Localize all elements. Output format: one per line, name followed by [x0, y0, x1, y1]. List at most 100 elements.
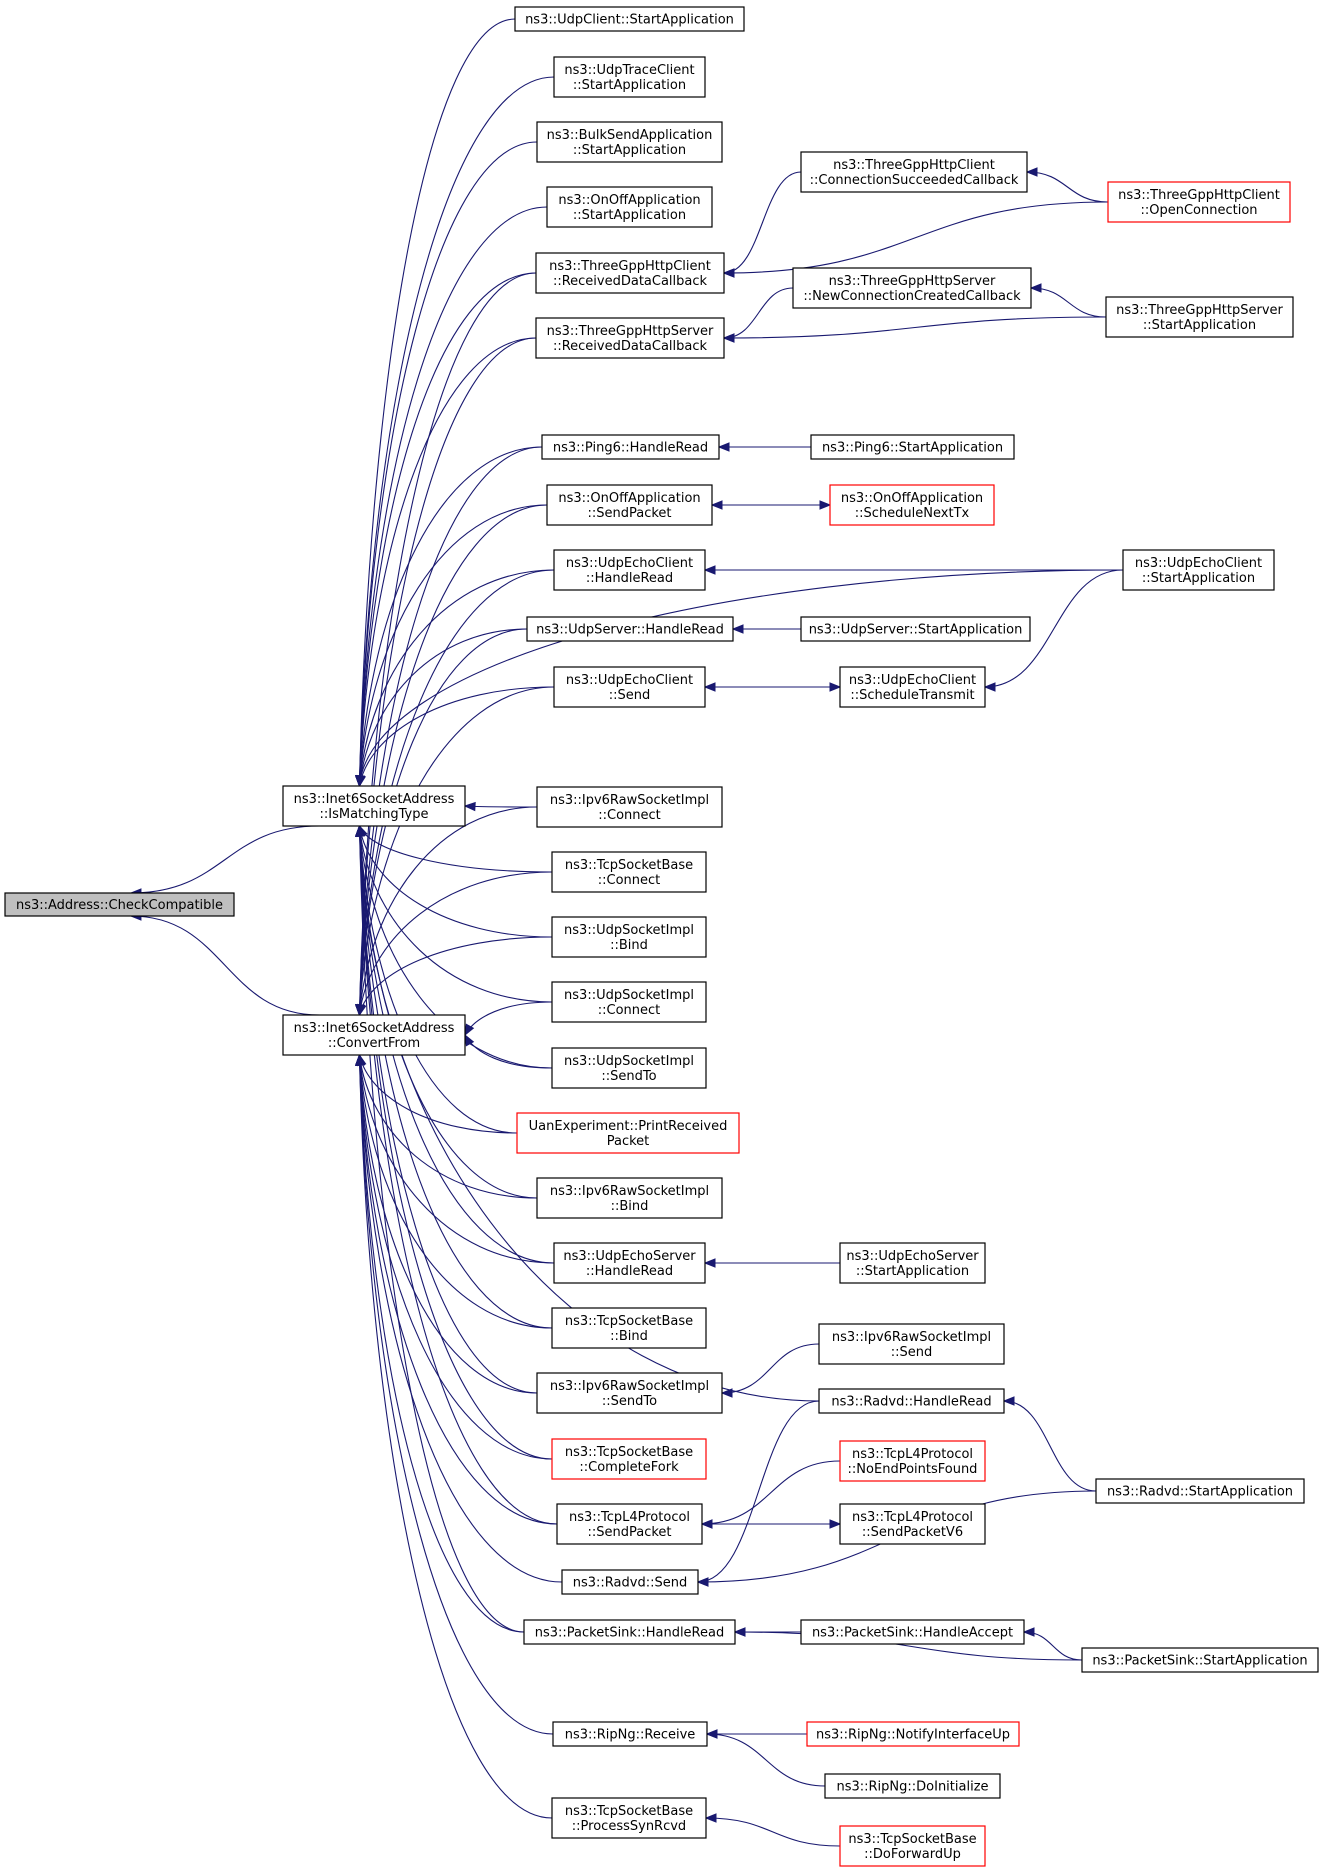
edge-isMatching-udpEchoClientStart	[355, 569, 1124, 788]
edge-tgServerNewConn-tgServerStart	[1029, 283, 1107, 318]
node-tgClientConnSucc[interactable]: ns3::ThreeGppHttpClient::ConnectionSucce…	[800, 151, 1028, 193]
edge-isMatching-ipv6RawBind	[355, 824, 538, 1199]
node-udpEchoClientSend[interactable]: ns3::UdpEchoClient::Send	[553, 666, 706, 708]
edge-line	[1026, 171, 1109, 203]
node-udpSockSendTo[interactable]: ns3::UdpSocketImpl::SendTo	[551, 1047, 707, 1089]
edge-tcpBaseSynRcvd-tcpBaseForwardUp	[704, 1813, 841, 1847]
node-udpTraceClientStart[interactable]: ns3::UdpTraceClient::StartApplication	[553, 56, 706, 98]
edge-line	[723, 316, 1107, 339]
node-box	[536, 1372, 723, 1414]
node-tcpBaseSynRcvd[interactable]: ns3::TcpSocketBase::ProcessSynRcvd	[551, 1797, 707, 1839]
edge-line	[358, 446, 543, 1016]
node-tcpBaseFork[interactable]: ns3::TcpSocketBase::CompleteFork	[551, 1438, 707, 1480]
edge-convertFrom-udpSockSendTo	[464, 1033, 553, 1069]
arrowhead-icon	[464, 1033, 475, 1047]
arrowhead-icon	[722, 333, 735, 343]
node-convertFrom[interactable]: ns3::Inet6SocketAddress::ConvertFrom	[282, 1014, 466, 1056]
node-label-line: ns3::RipNg::NotifyInterfaceUp	[816, 1728, 1010, 1743]
edge-line	[721, 1343, 820, 1394]
node-label-line: ::CompleteFork	[579, 1460, 679, 1475]
node-label-line: ns3::UdpServer::HandleRead	[536, 623, 724, 638]
arrowhead-icon	[705, 1729, 718, 1739]
node-udpServerStart[interactable]: ns3::UdpServer::StartApplication	[800, 616, 1031, 642]
node-box	[535, 317, 725, 359]
node-box	[282, 785, 466, 827]
node-root[interactable]: ns3::Address::CheckCompatible	[4, 892, 235, 917]
node-tcpBaseBind[interactable]: ns3::TcpSocketBase::Bind	[551, 1307, 707, 1349]
node-udpEchoServerHandle[interactable]: ns3::UdpEchoServer::HandleRead	[553, 1242, 706, 1284]
node-ipv6RawSend[interactable]: ns3::Ipv6RawSocketImpl::Send	[818, 1323, 1005, 1365]
node-tgClientRecv[interactable]: ns3::ThreeGppHttpClient::ReceivedDataCal…	[535, 252, 725, 294]
node-tcpL4NoEnd[interactable]: ns3::TcpL4Protocol::NoEndPointsFound	[839, 1440, 986, 1482]
node-label-line: ns3::RipNg::DoInitialize	[836, 1780, 988, 1795]
node-isMatching[interactable]: ns3::Inet6SocketAddress::IsMatchingType	[282, 785, 466, 827]
node-radvdStart[interactable]: ns3::Radvd::StartApplication	[1095, 1478, 1305, 1504]
edge-convertFrom-ping6Handle	[355, 446, 543, 1017]
node-packetSinkAccept[interactable]: ns3::PacketSink::HandleAccept	[800, 1619, 1025, 1645]
node-ripngInit[interactable]: ns3::RipNg::DoInitialize	[824, 1773, 1001, 1799]
arrowhead-icon	[355, 824, 365, 837]
node-radvdSend[interactable]: ns3::Radvd::Send	[561, 1569, 699, 1595]
node-ripngReceive[interactable]: ns3::RipNg::Receive	[552, 1721, 708, 1747]
node-label-line: ::Connect	[598, 808, 661, 823]
node-radvdHandle[interactable]: ns3::Radvd::HandleRead	[818, 1388, 1005, 1414]
edge-ripngReceive-ripngNotify	[705, 1729, 807, 1739]
node-label-line: ns3::TcpL4Protocol	[569, 1510, 690, 1525]
edge-line	[358, 1054, 538, 1394]
node-udpSockBind[interactable]: ns3::UdpSocketImpl::Bind	[551, 916, 707, 958]
node-label-line: ns3::PacketSink::StartApplication	[1092, 1654, 1307, 1669]
node-udpSockConnect[interactable]: ns3::UdpSocketImpl::Connect	[551, 981, 707, 1023]
node-box	[551, 1307, 707, 1349]
arrowhead-icon	[1002, 1396, 1015, 1406]
node-packetSinkHandle[interactable]: ns3::PacketSink::HandleRead	[523, 1619, 736, 1645]
node-tcpL4SendV6[interactable]: ns3::TcpL4Protocol::SendPacketV6	[839, 1503, 986, 1545]
node-label-line: ::ConnectionSucceededCallback	[810, 173, 1019, 188]
node-udpServerHandle[interactable]: ns3::UdpServer::HandleRead	[526, 616, 734, 642]
node-box	[4, 892, 235, 917]
node-box	[541, 434, 720, 460]
node-box	[810, 434, 1015, 460]
node-label-line: ::IsMatchingType	[320, 807, 429, 822]
node-tcpBaseForwardUp[interactable]: ns3::TcpSocketBase::DoForwardUp	[839, 1825, 986, 1867]
node-tcpL4Send[interactable]: ns3::TcpL4Protocol::SendPacket	[556, 1503, 703, 1545]
edge-line	[734, 1631, 1083, 1661]
node-label-line: ns3::TcpSocketBase	[565, 1804, 693, 1819]
node-box	[561, 1569, 699, 1595]
edge-radvdSend-radvdHandle	[696, 1400, 820, 1587]
node-label-line: ns3::Ipv6RawSocketImpl	[550, 793, 709, 808]
node-ping6Start[interactable]: ns3::Ping6::StartApplication	[810, 434, 1015, 460]
node-bulkSendStart[interactable]: ns3::BulkSendApplication::StartApplicati…	[536, 121, 723, 163]
node-packetSinkStart[interactable]: ns3::PacketSink::StartApplication	[1081, 1647, 1319, 1673]
edge-line	[358, 1054, 555, 1264]
node-box	[818, 1323, 1005, 1365]
node-tgServerStart[interactable]: ns3::ThreeGppHttpServer::StartApplicatio…	[1105, 296, 1294, 338]
node-box	[282, 1014, 466, 1056]
node-udpEchoClientStart[interactable]: ns3::UdpEchoClient::StartApplication	[1122, 549, 1275, 591]
edge-convertFrom-udpEchoClientSend	[355, 686, 555, 1017]
node-ipv6RawConnect[interactable]: ns3::Ipv6RawSocketImpl::Connect	[536, 786, 723, 828]
node-label-line: ::HandleRead	[586, 571, 673, 586]
node-udpEchoServerStart[interactable]: ns3::UdpEchoServer::StartApplication	[839, 1242, 986, 1284]
node-udpEchoClientHandle[interactable]: ns3::UdpEchoClient::HandleRead	[553, 549, 706, 591]
node-box	[553, 666, 706, 708]
edge-line	[358, 825, 553, 938]
node-udpClientStart[interactable]: ns3::UdpClient::StartApplication	[514, 6, 745, 32]
node-tgClientOpen[interactable]: ns3::ThreeGppHttpClient::OpenConnection	[1107, 181, 1291, 223]
node-tgServerRecv[interactable]: ns3::ThreeGppHttpServer::ReceivedDataCal…	[535, 317, 725, 359]
node-ping6Handle[interactable]: ns3::Ping6::HandleRead	[541, 434, 720, 460]
node-onOffStart[interactable]: ns3::OnOffApplication::StartApplication	[546, 186, 713, 228]
node-box	[800, 616, 1031, 642]
node-udpEchoClientSchedule[interactable]: ns3::UdpEchoClient::ScheduleTransmit	[839, 666, 986, 708]
node-ipv6RawSendTo[interactable]: ns3::Ipv6RawSocketImpl::SendTo	[536, 1372, 723, 1414]
node-tcpBaseConnect[interactable]: ns3::TcpSocketBase::Connect	[551, 851, 707, 893]
arrowhead-icon	[731, 624, 744, 634]
node-ripngNotify[interactable]: ns3::RipNg::NotifyInterfaceUp	[806, 1721, 1020, 1747]
node-tgServerNewConn[interactable]: ns3::ThreeGppHttpServer::NewConnectionCr…	[792, 267, 1032, 309]
arrowhead-icon	[703, 1258, 716, 1268]
edge-line	[358, 628, 528, 787]
node-onOffSchedule[interactable]: ns3::OnOffApplication::ScheduleNextTx	[829, 484, 995, 526]
node-ipv6RawBind[interactable]: ns3::Ipv6RawSocketImpl::Bind	[536, 1177, 723, 1219]
node-onOffSend[interactable]: ns3::OnOffApplication::SendPacket	[546, 484, 713, 526]
node-label-line: ns3::UdpEchoServer	[846, 1249, 979, 1264]
